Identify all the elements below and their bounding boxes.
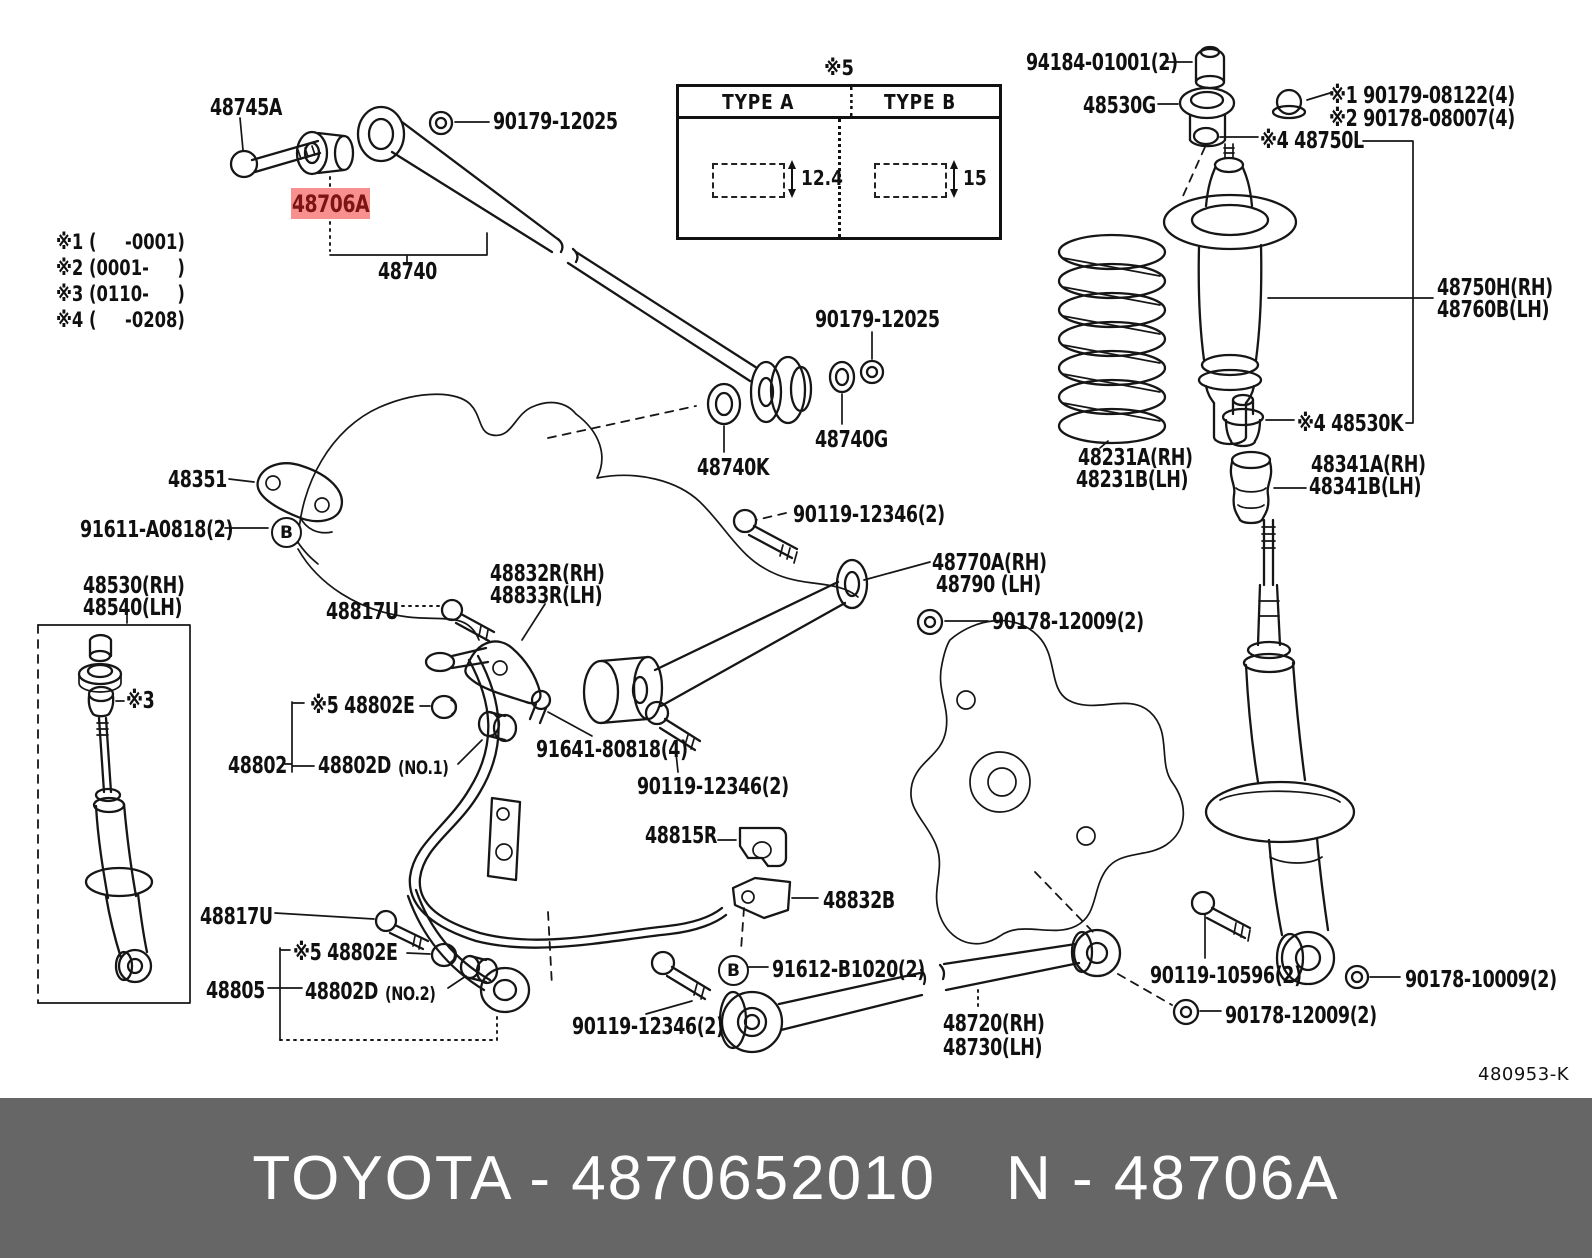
- type-a-header: TYPE A: [722, 89, 795, 114]
- exploded-parts-diagram: ※1 ( -0001)※2 (0001- )※3 (0110- )※4 ( -0…: [37, 45, 1570, 1085]
- part-label: 48730(LH): [943, 1035, 1043, 1061]
- part-label: 48540(LH): [83, 595, 183, 621]
- mount-plate-48351-and-left-shock: [37, 462, 344, 1004]
- note-line: ※2 (0001- ): [56, 256, 185, 280]
- footer-part-number: TOYOTA - 4870652010: [252, 1143, 937, 1213]
- type-table-grid: TYPE A TYPE B 12.4: [676, 84, 1002, 240]
- footer-banner: TOYOTA - 4870652010 N - 48706A: [0, 1098, 1592, 1258]
- part-label: 91612-B1020(2): [772, 957, 925, 983]
- part-label: ※1 90179-08122(4): [1329, 83, 1515, 109]
- part-label: 48832R(RH): [490, 561, 605, 587]
- part-label: 48833R(LH): [490, 583, 603, 609]
- part-label: 48341A(RH): [1311, 452, 1426, 478]
- part-label: 48770A(RH): [932, 550, 1047, 576]
- part-label: 48530G: [1083, 93, 1156, 119]
- upper-control-arm-48770: [528, 508, 989, 773]
- part-label: (NO.2): [385, 983, 436, 1005]
- part-label: 90119-10596(2): [1150, 963, 1302, 989]
- type-a-dimension-rect: [712, 163, 785, 198]
- highlighted-part-text: 48706A: [291, 189, 370, 218]
- part-label: 90178-10009(2): [1405, 967, 1557, 993]
- note-line: ※1 ( -0001): [56, 230, 185, 254]
- diagram-line-art: [37, 45, 1434, 1054]
- part-label: ※4 48750L: [1260, 128, 1364, 154]
- part-label: 48231B(LH): [1076, 467, 1189, 493]
- part-label: 48802: [228, 753, 287, 779]
- part-label: 94184-01001(2): [1026, 50, 1178, 76]
- part-label: 48817U: [200, 904, 273, 930]
- part-label: 48720(RH): [943, 1011, 1045, 1037]
- type-b-dimension-rect: [873, 163, 947, 198]
- part-label: 48790 (LH): [936, 572, 1041, 598]
- type-comparison-table: ※5 TYPE A TYPE B 12.4: [676, 56, 1002, 240]
- callout-letter: B: [727, 960, 740, 981]
- part-label: 91611-A0818(2): [80, 517, 234, 543]
- type-table-note: ※5: [824, 56, 854, 80]
- part-label: 90119-12346(2): [572, 1014, 724, 1040]
- part-label: 48740G: [815, 427, 888, 453]
- coil-spring-48231: [1057, 233, 1167, 449]
- callout-circle-b-1: B: [271, 517, 302, 548]
- callout-circle-b-2: B: [718, 955, 749, 986]
- bushing-48530k-and-bumper-48341: [1221, 393, 1307, 525]
- shock-absorber-right: [1034, 518, 1401, 1026]
- part-label: 48231A(RH): [1078, 445, 1193, 471]
- part-label: 48802D: [305, 979, 379, 1005]
- part-label: 48530(RH): [83, 573, 185, 599]
- part-label: 48745A: [210, 95, 283, 121]
- part-label: 48740: [378, 259, 437, 285]
- highlighted-part-number: 48706A: [291, 188, 370, 219]
- part-label: 90179-12025: [815, 307, 940, 333]
- part-label: 90179-12025: [493, 109, 618, 135]
- part-label: 48760B(LH): [1437, 297, 1550, 323]
- type-a-value: 12.4: [801, 166, 843, 190]
- part-label: 48805: [206, 978, 265, 1004]
- part-label: 48750H(RH): [1437, 275, 1553, 301]
- part-label: ※5 48802E: [310, 693, 415, 719]
- type-b-cell: 15: [837, 119, 1000, 237]
- stabilizer-bar-48805: [406, 654, 745, 1014]
- body-outline: [297, 393, 859, 641]
- lower-control-arm-48720: [645, 928, 1122, 1054]
- part-label: 91641-80818(4): [536, 737, 688, 763]
- part-label: ※5 48802E: [293, 940, 398, 966]
- part-label: 90119-12346(2): [793, 502, 945, 528]
- production-period-notes: ※1 ( -0001)※2 (0001- )※3 (0110- )※4 ( -0…: [56, 230, 221, 334]
- stabilizer-brackets-and-bushings: [267, 598, 819, 1041]
- footer-part-code: N - 48706A: [1006, 1143, 1340, 1213]
- part-label: 48740K: [697, 455, 770, 481]
- dimension-arrow-icon: [949, 160, 958, 198]
- knuckle-carrier: [910, 619, 1185, 945]
- part-label: ※2 90178-08007(4): [1329, 106, 1515, 132]
- part-label: 90178-12009(2): [992, 609, 1144, 635]
- callout-letter: B: [280, 522, 293, 543]
- part-label: ※4 48530K: [1297, 411, 1404, 437]
- part-label: 90119-12346(2): [637, 774, 789, 800]
- type-b-header: TYPE B: [849, 87, 987, 116]
- strut-mount-and-boot-48750: [1157, 45, 1434, 446]
- diagram-reference-code: 480953-K: [1478, 1064, 1570, 1085]
- part-label: 48815R: [645, 823, 717, 849]
- part-label: 48341B(LH): [1309, 474, 1422, 500]
- type-a-cell: 12.4: [679, 119, 843, 237]
- part-label: 90178-12009(2): [1225, 1003, 1377, 1029]
- part-label: 48351: [168, 467, 227, 493]
- part-label: 48832B: [823, 888, 895, 914]
- type-b-value: 15: [962, 166, 987, 190]
- note-line: ※4 ( -0208): [56, 308, 185, 332]
- dimension-arrow-icon: [788, 160, 796, 198]
- upper-lateral-rod-48740: [229, 105, 885, 453]
- part-label: 48802D: [318, 753, 392, 779]
- part-label: 48817U: [326, 599, 399, 625]
- part-label: (NO.1): [398, 757, 449, 779]
- note-line: ※3 (0110- ): [56, 282, 185, 306]
- part-label: ※3: [126, 688, 155, 714]
